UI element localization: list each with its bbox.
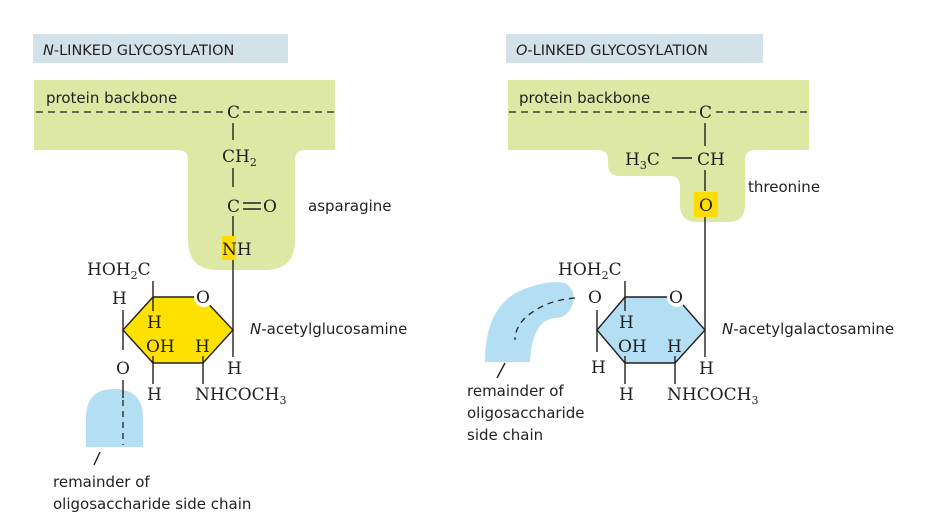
atom-h: H: [619, 385, 634, 405]
n-linked-title: N-LINKED GLYCOSYLATION: [43, 43, 234, 59]
atom-h: H: [112, 289, 127, 309]
protein-backbone-shape: [508, 80, 809, 222]
chain-label-line: side chain: [467, 426, 543, 444]
protein-backbone-shape: [34, 80, 335, 270]
glcnac-ring: [122, 296, 234, 364]
atom-o: O: [699, 196, 713, 216]
atom-nhcoch3: NHCOCH3: [195, 385, 286, 407]
chain-label-line: oligosaccharide: [467, 404, 585, 422]
atom-h: H: [591, 358, 606, 378]
atom-h: H: [147, 385, 162, 405]
atom-c-alpha: C: [699, 103, 712, 123]
chain-label-line: remainder of: [53, 473, 150, 491]
atom-h: H: [195, 337, 210, 357]
o-linked-title-box: [506, 34, 763, 63]
atom-h: H: [699, 359, 714, 379]
atom-o-link: O: [116, 359, 130, 379]
n-linked-panel: N-LINKED GLYCOSYLATION protein backbone …: [33, 34, 407, 513]
atom-o-carbonyl: O: [263, 197, 277, 217]
chain-label-line: oligosaccharide side chain: [53, 495, 251, 513]
galnac-label: N-acetylgalactosamine: [722, 320, 894, 338]
leader-line: [496, 362, 506, 379]
atom-nh: NH: [222, 240, 252, 260]
chain-label-line: remainder of: [467, 382, 564, 400]
ring-o-mask: [194, 287, 214, 307]
backbone-label: protein backbone: [519, 89, 650, 107]
atom-h: H: [147, 313, 162, 333]
backbone-label: protein backbone: [46, 89, 177, 107]
oligosaccharide-chain-shape: [86, 389, 143, 447]
atom-h: H: [667, 337, 682, 357]
o-highlight: [694, 192, 718, 217]
atom-h3c: H3C: [625, 150, 660, 172]
glcnac-label: N-acetylglucosamine: [250, 320, 407, 338]
atom-c-alpha: C: [227, 103, 240, 123]
oligosaccharide-chain-shape: [485, 282, 574, 362]
chain-dash: [514, 297, 576, 341]
leader-line: [93, 451, 101, 466]
threonine-label: threonine: [748, 178, 820, 196]
atom-ring-o: O: [669, 288, 683, 308]
n-linked-title-box: [33, 34, 288, 63]
atom-c-carbonyl: C: [227, 197, 240, 217]
atom-hoh2c: HOH2C: [558, 260, 622, 282]
atom-ch: CH: [697, 150, 725, 170]
atom-ch2: CH2: [222, 147, 257, 169]
o-linked-panel: O-LINKED GLYCOSYLATION protein backbone …: [467, 34, 894, 444]
atom-h: H: [227, 359, 242, 379]
atom-oh: OH: [146, 337, 175, 357]
atom-nhcoch3: NHCOCH3: [667, 385, 758, 407]
atom-hoh2c: HOH2C: [87, 260, 151, 282]
n-highlight: [222, 236, 236, 260]
atom-o-link: O: [588, 288, 602, 308]
atom-h: H: [619, 313, 634, 333]
o-linked-title: O-LINKED GLYCOSYLATION: [516, 43, 708, 59]
atom-ring-o: O: [196, 288, 210, 308]
asparagine-label: asparagine: [308, 197, 392, 215]
atom-oh: OH: [618, 337, 647, 357]
galnac-ring: [596, 296, 706, 364]
